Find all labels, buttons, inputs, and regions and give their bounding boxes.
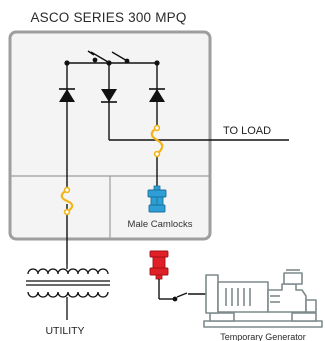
generator-diode-icon <box>149 89 165 102</box>
utility-diode-icon <box>59 89 75 102</box>
generator-lead-wire <box>158 279 206 300</box>
utility-fuse-icon <box>60 186 74 216</box>
male-camlocks-label: Male Camlocks <box>127 219 193 230</box>
temporary-generator-label: Temporary Generator <box>220 332 306 341</box>
generator-switch-contact <box>172 296 178 302</box>
to-load-label: TO LOAD <box>223 125 272 137</box>
generator-fuse-icon <box>150 124 164 158</box>
male-camlock-icon <box>147 185 167 213</box>
center-diode-icon <box>101 89 117 102</box>
temporary-generator-icon <box>203 269 323 328</box>
utility-label: UTILITY <box>45 325 85 337</box>
utility-transformer-icon <box>26 264 110 320</box>
diagram-title: ASCO SERIES 300 MPQ <box>30 10 187 25</box>
female-camlock-icon <box>149 250 169 280</box>
